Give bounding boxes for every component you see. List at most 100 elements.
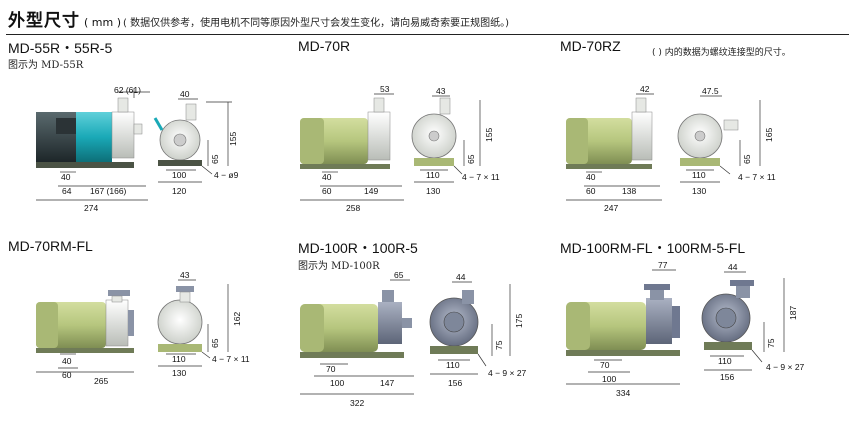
pump-head [367, 111, 391, 161]
discharge-flange [108, 290, 130, 296]
pump-front-hub [694, 130, 706, 142]
discharge-port [111, 295, 123, 303]
dim-md-70rm-fl-d10: 265 [94, 376, 108, 386]
discharge-flange [644, 284, 670, 290]
motor-base [300, 352, 404, 358]
dim-md-70r-d6: 60 [322, 186, 332, 196]
drawing-md-70rm-fl: 43 162 65 40 60 110 130 4 − 7 × 11 265 [36, 270, 250, 386]
dim-md-100rm-fl-d6: 100 [602, 374, 616, 384]
motor-fan-cover [566, 118, 588, 164]
dim-md-100rm-fl-d3: 187 [788, 306, 798, 320]
dim-md-70rz-d4: 65 [742, 154, 752, 164]
front-discharge [723, 119, 739, 131]
front-base [158, 160, 202, 166]
pump-head [631, 111, 653, 161]
dim-md-100rm-fl-d4: 75 [766, 338, 776, 348]
dim-md-100rm-fl-d5: 70 [600, 360, 610, 370]
dim-md-70r-d4: 65 [466, 154, 476, 164]
page-title: 外型尺寸 [8, 11, 80, 31]
dim-md-55r-d7: 167 (166) [90, 186, 127, 196]
dim-md-70rz-d8: 110 [692, 170, 706, 180]
header: 外型尺寸 ( mm ) ( 数据仅供参考，使用电机不同等原因外型尺寸会发生变化，… [8, 6, 509, 34]
front-base [680, 158, 720, 166]
dim-md-100rm-fl-d9: 156 [720, 372, 734, 382]
dim-md-70r-hole: 4 − 7 × 11 [462, 172, 500, 182]
dim-md-70rm-fl-d2: 43 [180, 270, 190, 280]
dim-md-100r-d10: 322 [350, 398, 364, 408]
dim-md-70rm-fl-d4: 65 [210, 338, 220, 348]
drawing-md-55r: 62 (61) 40 155 65 40 64 167 (166) 100 12… [36, 85, 239, 213]
front-discharge [179, 291, 191, 303]
drawing-md-100r: 65 44 175 75 70 100 147 110 156 4 − 9 × … [300, 270, 527, 408]
dim-md-70rm-fl-hole: 4 − 7 × 11 [212, 354, 250, 364]
discharge-port [635, 97, 647, 113]
dim-md-70rz-d5: 40 [586, 172, 596, 182]
motor-base [566, 350, 680, 356]
front-discharge [462, 290, 474, 304]
dim-md-55r-d4: 65 [210, 154, 220, 164]
header-divider [6, 34, 849, 35]
pump-front-hub [428, 130, 440, 142]
front-discharge [439, 97, 451, 115]
thread-note: ( ) 内的数据为螺纹连接型的尺寸。 [652, 48, 791, 58]
unit-label: ( mm ) [84, 16, 122, 29]
pump-head [111, 111, 135, 159]
dim-md-100r-d1: 65 [394, 270, 404, 280]
model-subtitle-md-100r: 图示为 MD-100R [298, 261, 380, 272]
front-discharge [185, 103, 197, 121]
discharge-port [650, 290, 664, 300]
drawing-md-70rz: 42 47.5 165 65 40 60 138 110 130 4 − 7 ×… [566, 84, 776, 213]
dim-md-70rz-hole: 4 − 7 × 11 [738, 172, 776, 182]
dim-md-70r-d8: 110 [426, 170, 440, 180]
pump-front-hub [715, 307, 737, 329]
pump-front-hub [443, 311, 465, 333]
suction-port [402, 318, 412, 328]
model-title-md-100rm-fl: MD-100RM-FL・100RM-5-FL [560, 240, 746, 256]
front-base [704, 342, 752, 350]
dim-md-70rm-fl-d8: 110 [172, 354, 186, 364]
dim-md-100r-d9: 156 [448, 378, 462, 388]
dim-md-100r-d7: 147 [380, 378, 394, 388]
dim-md-70rz-d2: 47.5 [702, 86, 719, 96]
motor-base [566, 164, 652, 169]
dim-md-55r-d2: 40 [180, 89, 190, 99]
front-base [414, 158, 454, 166]
dim-md-70r-d10: 258 [346, 203, 360, 213]
dim-md-100r-d3: 175 [514, 314, 524, 328]
motor-body [76, 112, 112, 162]
motor-fan-cover [300, 118, 324, 164]
dim-md-55r-d1: 62 (61) [114, 85, 141, 95]
dim-md-100r-d2: 44 [456, 272, 466, 282]
dim-md-55r-d6: 64 [62, 186, 72, 196]
dim-md-70rz-d7: 138 [622, 186, 636, 196]
front-flange [176, 286, 194, 292]
dim-md-100rm-fl-d8: 110 [718, 356, 732, 366]
suction-port [133, 123, 143, 135]
model-title-md-70rm-fl: MD-70RM-FL [8, 238, 93, 254]
discharge-port [382, 290, 394, 302]
dim-md-100r-d8: 110 [446, 360, 460, 370]
motor-base [36, 348, 134, 353]
dim-md-70rm-fl-d9: 130 [172, 368, 186, 378]
dim-md-55r-d5: 40 [61, 172, 71, 182]
dim-md-100r-hole: 4 − 9 × 27 [488, 368, 527, 378]
motor-fan-cover [300, 304, 324, 352]
dim-md-55r-hole: 4 − ø9 [214, 170, 239, 180]
dim-md-70rm-fl-d6: 60 [62, 370, 72, 380]
motor-base [300, 164, 390, 169]
model-title-md-70r: MD-70R [298, 38, 351, 54]
front-cable [153, 117, 164, 131]
motor-fan-cover [36, 302, 58, 348]
motor-fan-cover [566, 302, 590, 350]
dim-md-70r-d1: 53 [380, 84, 390, 94]
dim-md-70rz-d10: 247 [604, 203, 618, 213]
model-title-md-100r: MD-100R・100R-5 [298, 240, 418, 256]
drawing-md-70r: 53 43 155 65 40 60 149 110 130 4 − 7 × 1… [300, 84, 500, 213]
dim-md-70rz-d6: 60 [586, 186, 596, 196]
dim-md-55r-d3: 155 [228, 132, 238, 146]
dim-md-70rz-d1: 42 [640, 84, 650, 94]
dim-md-100rm-fl-hole: 4 − 9 × 27 [766, 362, 805, 372]
terminal-box [56, 118, 82, 134]
